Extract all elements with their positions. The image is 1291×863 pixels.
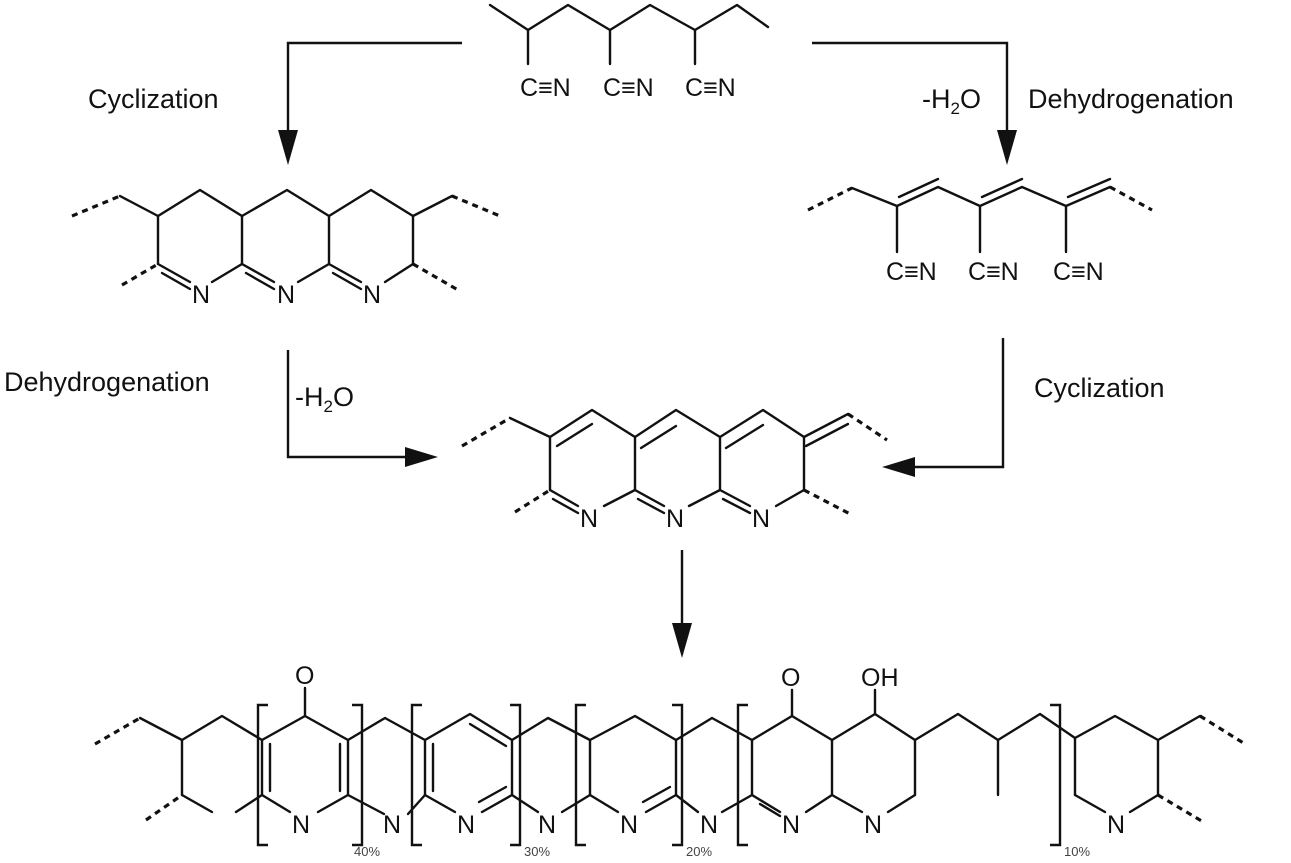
nitrile-label-5: C≡N	[968, 258, 1019, 286]
nitrile-label-2: C≡N	[603, 74, 654, 102]
nitrogen-atom: N	[363, 281, 381, 309]
nitrogen-atom: N	[666, 505, 684, 533]
arrow-oxidation-center	[672, 550, 692, 658]
nitrogen-atom: N	[457, 811, 475, 839]
nitrile-label-4: C≡N	[886, 258, 937, 286]
ladder-structure: N N N	[461, 408, 888, 533]
nitrogen-atom: N	[752, 505, 770, 533]
label-minus-h2o-top: -H2O	[922, 84, 981, 118]
nitrogen-atom: N	[538, 811, 556, 839]
cyclized-structure: N N N	[71, 188, 501, 309]
arrow-cyclization-top	[278, 41, 462, 165]
nitrogen-atom: N	[580, 505, 598, 533]
nitrogen-atom: N	[782, 811, 800, 839]
nitrogen-atom: N	[620, 811, 638, 839]
label-dehydrogenation-top: Dehydrogenation	[1028, 84, 1234, 114]
hydroxyl-group: OH	[861, 664, 899, 692]
nitrogen-atom: N	[864, 811, 882, 839]
nitrogen-atom: N	[1107, 811, 1125, 839]
unit-fraction-2: 30%	[524, 844, 550, 858]
nitrile-label-1: C≡N	[520, 74, 571, 102]
nitrogen-atom: N	[292, 811, 310, 839]
label-dehydrogenation-left: Dehydrogenation	[4, 367, 210, 397]
nitrogen-atom: N	[383, 811, 401, 839]
oxygen-atom: O	[781, 664, 800, 692]
label-minus-h2o-left: -H2O	[295, 382, 354, 416]
arrow-dehydrogenation-left	[286, 350, 438, 467]
unit-fraction-1: 40%	[354, 844, 380, 858]
nitrogen-atom: N	[277, 281, 295, 309]
arrow-dehydrogenation-top	[812, 41, 1017, 165]
pan-precursor: C≡N C≡N C≡N	[488, 3, 770, 102]
dehydrogenated-structure: C≡N C≡N C≡N	[807, 177, 1153, 286]
oxygen-atom: O	[295, 662, 314, 690]
nitrile-label-3: C≡N	[685, 74, 736, 102]
nitrogen-atom: N	[192, 281, 210, 309]
nitrogen-atom: N	[700, 811, 718, 839]
final-polymer-structure: O N 40% N N 30% N N 20%	[94, 662, 1246, 859]
nitrile-label-6: C≡N	[1053, 258, 1104, 286]
arrow-cyclization-right	[882, 338, 1005, 477]
unit-fraction-3: 20%	[686, 844, 712, 858]
label-cyclization-right: Cyclization	[1034, 373, 1165, 403]
unit-fraction-4: 10%	[1064, 844, 1090, 858]
label-cyclization-top: Cyclization	[88, 84, 219, 114]
